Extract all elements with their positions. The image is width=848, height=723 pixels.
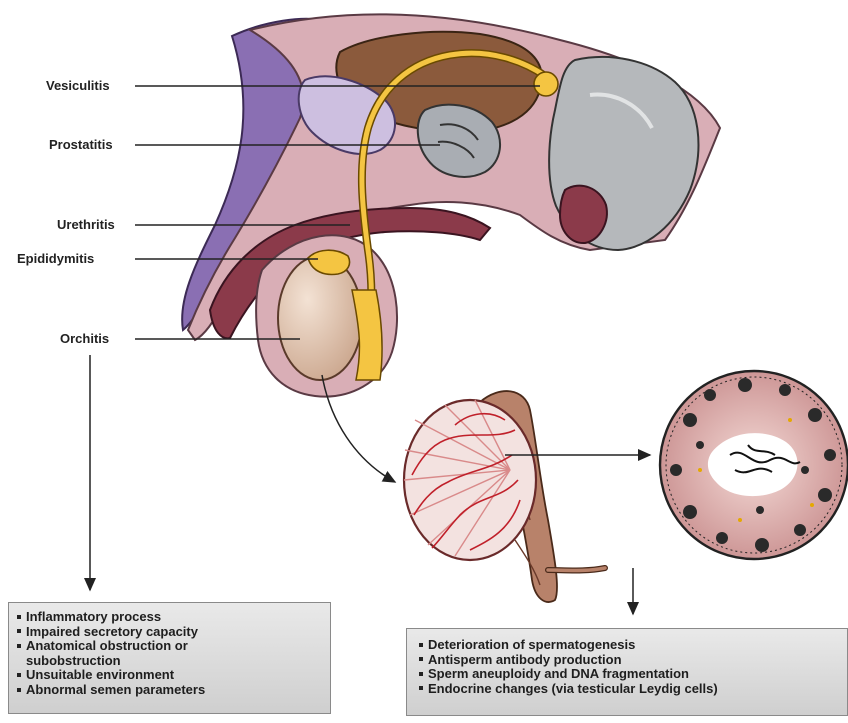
list-item: Anatomical obstruction or <box>17 639 330 654</box>
tubule-cross-section <box>660 371 848 559</box>
right-consequences-box: Deterioration of spermatogenesis Antispe… <box>406 628 848 716</box>
list-item: Sperm aneuploidy and DNA fragmentation <box>419 667 847 682</box>
testis <box>278 256 362 380</box>
list-item: Abnormal semen parameters <box>17 683 330 698</box>
label-epididymitis: Epididymitis <box>17 251 94 266</box>
label-prostatitis: Prostatitis <box>49 137 113 152</box>
list-item: Unsuitable environment <box>17 668 330 683</box>
list-item: Antisperm antibody production <box>419 653 847 668</box>
label-vesiculitis: Vesiculitis <box>46 78 110 93</box>
left-consequences-list: Inflammatory process Impaired secretory … <box>17 610 330 698</box>
list-item: Inflammatory process <box>17 610 330 625</box>
anal-canal <box>560 186 607 243</box>
left-consequences-box: Inflammatory process Impaired secretory … <box>8 602 331 714</box>
testis-detail <box>404 391 605 602</box>
right-consequences-list: Deterioration of spermatogenesis Antispe… <box>419 638 847 696</box>
list-item: Impaired secretory capacity <box>17 625 330 640</box>
label-orchitis: Orchitis <box>60 331 109 346</box>
label-urethritis: Urethritis <box>57 217 115 232</box>
list-item: Endocrine changes (via testicular Leydig… <box>419 682 847 697</box>
list-item: Deterioration of spermatogenesis <box>419 638 847 653</box>
list-item: subobstruction <box>17 654 330 669</box>
